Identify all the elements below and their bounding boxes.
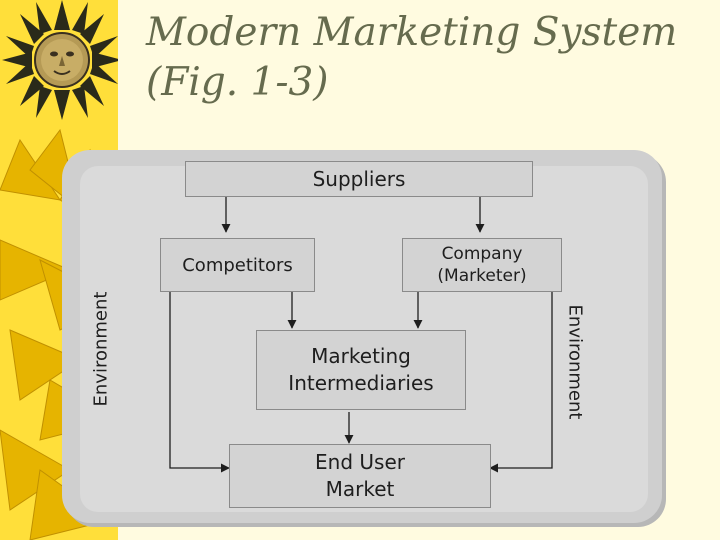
company-label: Company (Marketer) bbox=[437, 244, 527, 286]
company-box: Company (Marketer) bbox=[397, 238, 562, 297]
marketing-intermediaries-box: Marketing Intermediaries bbox=[251, 330, 466, 415]
environment-right-label: Environment bbox=[564, 304, 586, 420]
end-user-market-label: End User Market bbox=[315, 450, 405, 501]
marketing-intermediaries-label: Marketing Intermediaries bbox=[288, 344, 434, 395]
end-user-market-box: End User Market bbox=[224, 444, 491, 513]
competitors-box: Competitors bbox=[155, 238, 315, 297]
environment-left-label: Environment bbox=[90, 291, 112, 407]
suppliers-label: Suppliers bbox=[312, 167, 406, 191]
suppliers-box: Suppliers bbox=[180, 161, 533, 202]
sun-icon bbox=[2, 0, 118, 120]
competitors-label: Competitors bbox=[182, 254, 293, 276]
slide-title: Modern Marketing System (Fig. 1-3) bbox=[146, 10, 678, 105]
